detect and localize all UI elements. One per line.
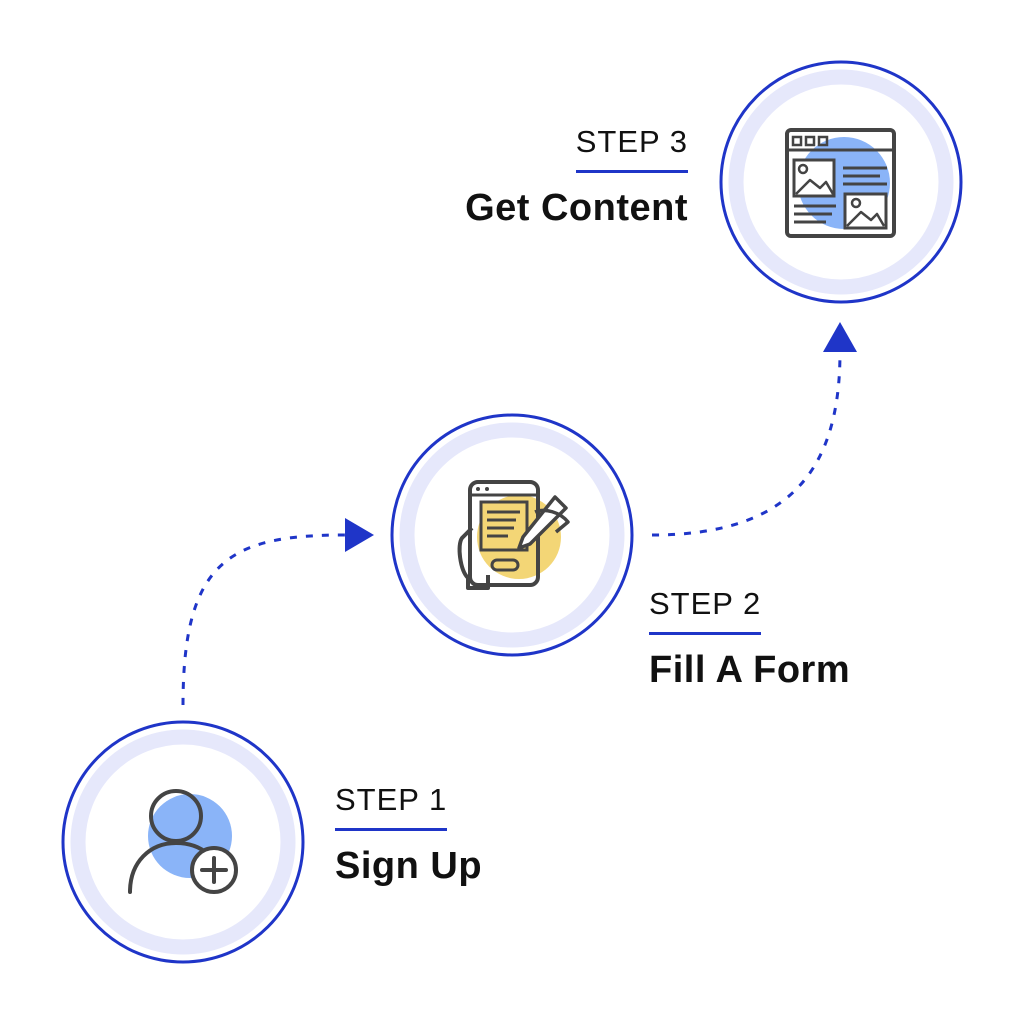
step3-node xyxy=(719,60,963,304)
step1-label: STEP 1 xyxy=(335,782,448,831)
tablet-form-icon xyxy=(457,480,570,590)
step1-node xyxy=(61,720,305,964)
connector-step1-to-step2 xyxy=(181,533,346,706)
connector-step2-to-step3 xyxy=(651,351,842,537)
step2-node xyxy=(390,413,634,657)
step2-text: STEP 2 Fill A Form xyxy=(649,586,850,692)
arrow-to-step2 xyxy=(345,518,374,552)
web-content-icon xyxy=(785,128,896,238)
step1-title: Sign Up xyxy=(335,845,483,887)
step2-label: STEP 2 xyxy=(649,586,762,635)
step1-text: STEP 1 Sign Up xyxy=(335,782,482,888)
step3-text: STEP 3 Get Content xyxy=(465,124,688,230)
step3-label: STEP 3 xyxy=(575,124,688,173)
user-add-icon xyxy=(128,789,238,894)
step3-title: Get Content xyxy=(465,187,688,229)
step2-title: Fill A Form xyxy=(649,649,851,691)
arrow-to-step3 xyxy=(823,322,857,352)
